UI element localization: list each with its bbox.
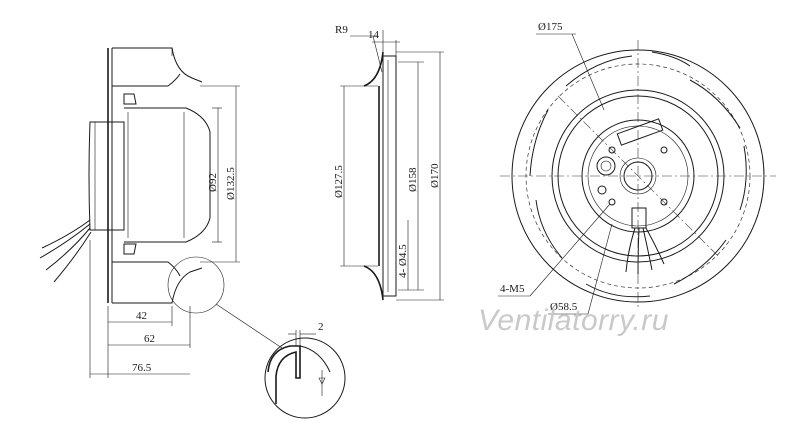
- dim-d158: Ø158: [407, 167, 419, 192]
- dim-d45: 4- Ø4.5: [397, 244, 409, 278]
- watermark: Ventilatorry.ru: [478, 304, 669, 337]
- impeller-blades: [529, 51, 747, 298]
- dim-d1275: Ø127.5: [333, 165, 345, 198]
- detail-view: 2: [264, 321, 346, 419]
- front-view: Ø175 4-M5 Ø58.5: [498, 21, 776, 315]
- dim-r9: R9: [335, 24, 348, 36]
- dim-d170: Ø170: [429, 163, 441, 188]
- dim-w62: 62: [144, 333, 155, 345]
- dim-w765: 76.5: [132, 362, 152, 374]
- dim-w42: 42: [136, 310, 147, 322]
- dim-m5: 4-M5: [500, 283, 525, 295]
- dim-t2: 2: [318, 321, 324, 333]
- dim-t14: 14: [368, 29, 380, 41]
- dim-d132: Ø132.5: [225, 167, 237, 200]
- dim-d585: Ø58.5: [550, 301, 578, 313]
- dim-d92: Ø92: [207, 173, 219, 192]
- dim-d175: Ø175: [538, 21, 563, 33]
- section-view: R9 14 Ø127.5 4- Ø4.5 Ø158 Ø170: [333, 24, 444, 301]
- side-view: Ø92 Ø132.5 42 62 76.5: [39, 47, 283, 378]
